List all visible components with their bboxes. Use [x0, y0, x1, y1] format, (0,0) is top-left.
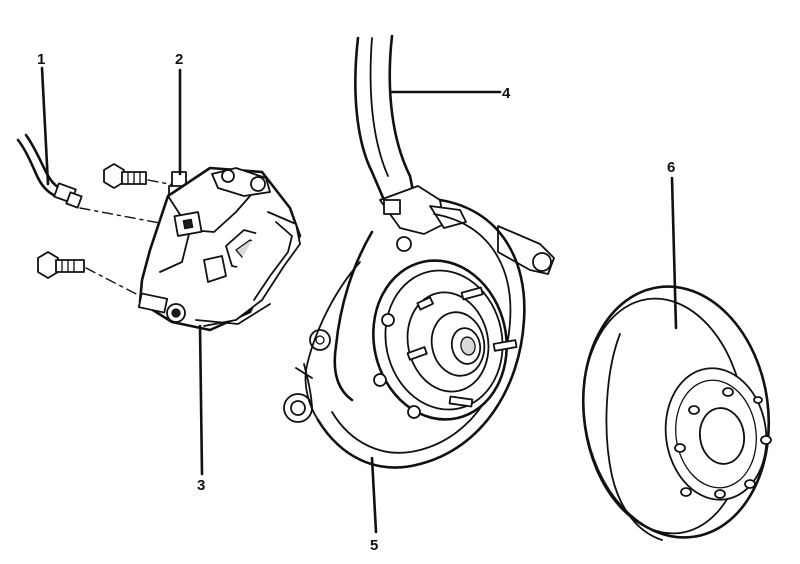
callout-5: 5: [370, 537, 378, 554]
callout-3: 3: [197, 477, 205, 494]
lug-holes: [674, 387, 772, 499]
callout-6: 6: [667, 159, 675, 176]
brake-disc: [581, 285, 772, 541]
callout-1: 1: [37, 51, 45, 68]
caliper-bolt-lower: [37, 251, 141, 297]
leader-lines: [40, 66, 678, 534]
brake-caliper: [137, 166, 302, 332]
wheel-hub: [372, 236, 518, 421]
wheel-studs: [406, 286, 518, 408]
brake-hose: [16, 133, 166, 225]
caliper-bolt-upper: [103, 163, 201, 191]
callout-4: 4: [502, 85, 511, 102]
callout-2: 2: [175, 51, 183, 68]
